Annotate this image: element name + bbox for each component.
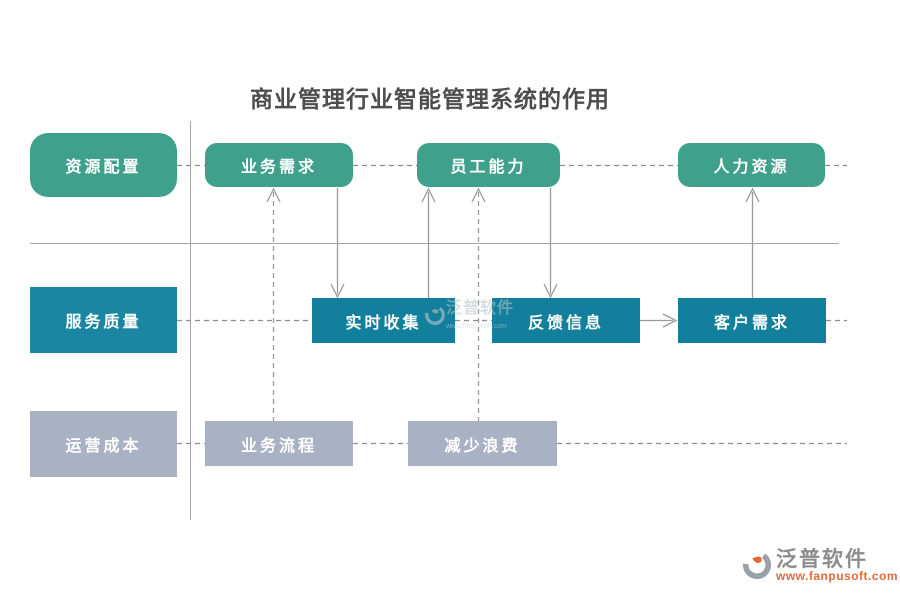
dashed-row-connectors	[177, 164, 847, 445]
node-realtime-collection: 实时收集	[312, 298, 455, 343]
node-feedback-info: 反馈信息	[492, 298, 640, 343]
dashed-vertical-arrows	[272, 192, 480, 421]
node-customer-demand: 客户需求	[678, 298, 826, 343]
node-business-process: 业务流程	[205, 421, 353, 466]
node-resource-allocation: 资源配置	[30, 133, 177, 197]
watermark-url: www.fanpusoft.com	[776, 569, 899, 583]
fanpu-logo-icon	[742, 548, 772, 587]
solid-vertical-arrows	[336, 188, 754, 322]
node-reduce-waste: 减少浪费	[408, 421, 557, 466]
watermark-brand: 泛普软件	[776, 547, 868, 571]
node-human-resources: 人力资源	[678, 143, 825, 187]
arrowheads	[266, 187, 760, 328]
node-employee-ability: 员工能力	[417, 143, 560, 187]
page-title: 商业管理行业智能管理系统的作用	[250, 87, 610, 112]
node-service-quality: 服务质量	[30, 287, 177, 353]
bottom-right-watermark: 泛普软件 www.fanpusoft.com	[742, 548, 898, 587]
node-operating-cost: 运营成本	[30, 411, 177, 477]
node-business-demand: 业务需求	[205, 143, 353, 187]
